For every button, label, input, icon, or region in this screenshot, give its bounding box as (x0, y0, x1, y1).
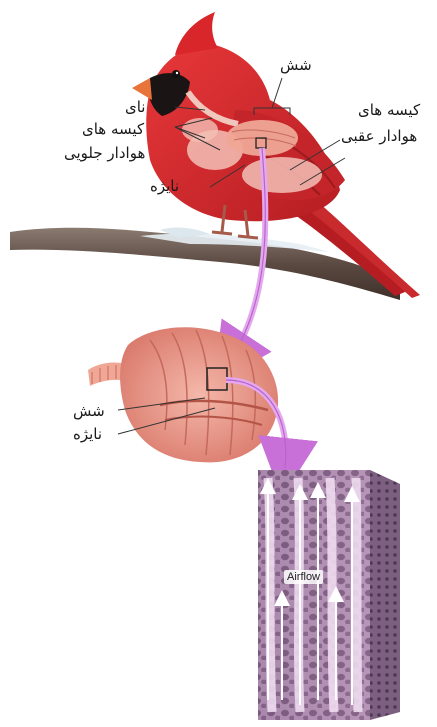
label-bronchus-top: نایژه (150, 177, 179, 195)
parabronchi-tissue-block (258, 470, 400, 720)
label-anterior-air-sacs-line1: کیسه های (82, 120, 144, 138)
label-airflow: Airflow (284, 570, 323, 584)
label-posterior-air-sacs-line1: کیسه های (358, 101, 420, 119)
label-lung-top: شش (280, 56, 312, 74)
label-posterior-air-sacs-line2: هوادار عقبی (341, 127, 417, 145)
label-trachea: نای (125, 98, 146, 116)
lung-closeup (88, 327, 278, 462)
label-anterior-air-sacs-line2: هوادار جلویی (64, 144, 145, 162)
label-lung-middle: شش (73, 402, 105, 420)
label-bronchus-middle: نایژه (73, 425, 102, 443)
